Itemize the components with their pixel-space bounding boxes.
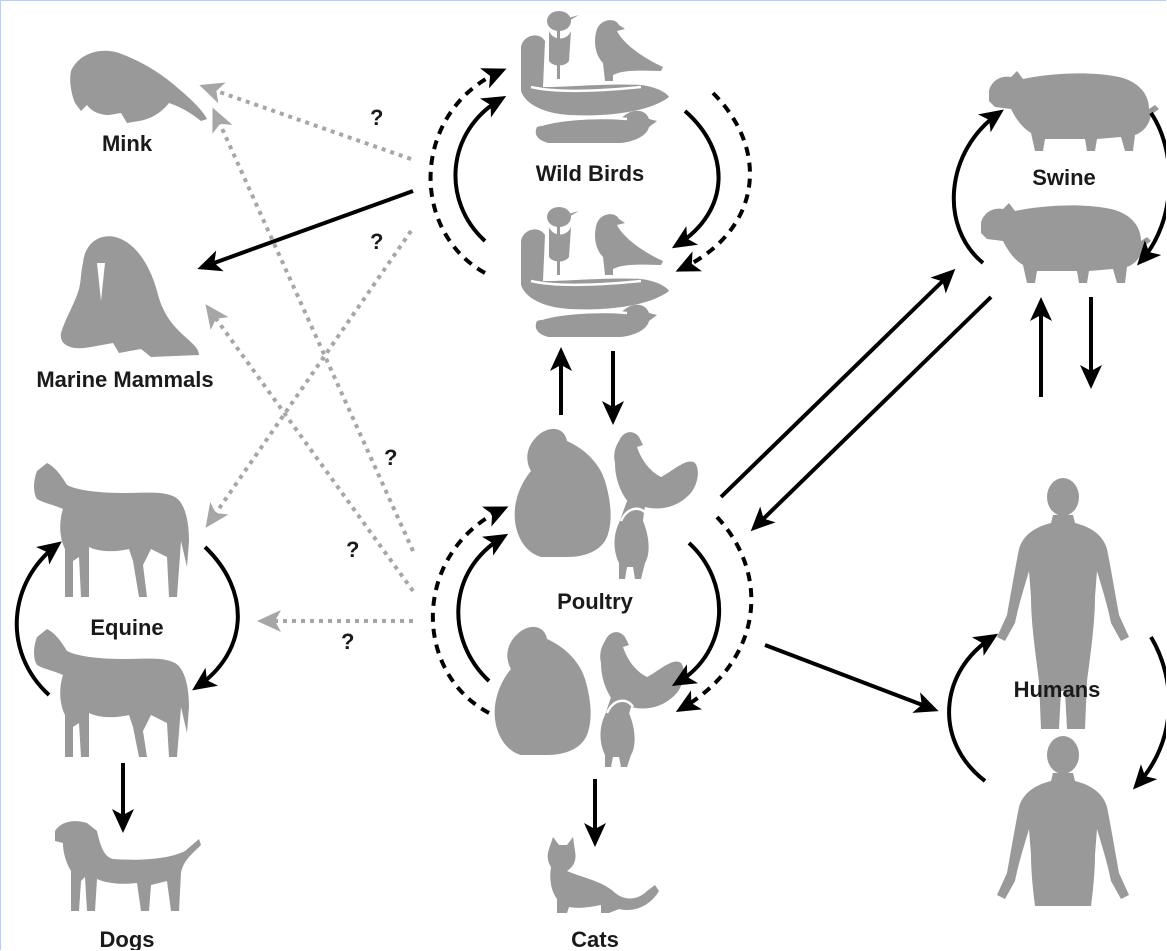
human-icon-top [997, 478, 1129, 729]
poultry-icon-top [514, 428, 698, 579]
cat-icon [547, 837, 659, 913]
uncertain-mark-mink: ? [370, 105, 383, 130]
equine-cycle-arrow-down [192, 545, 240, 691]
marine-mammal-icon [60, 236, 199, 357]
wild-birds-cycle-arrow-down [671, 109, 721, 249]
poultry-to-marine-mammals-dotted-arrow [205, 304, 415, 593]
dog-icon [55, 821, 201, 911]
wild-birds-cycle-dashed-right [675, 91, 752, 272]
wild-birds-icon-top [521, 11, 669, 143]
wild-birds-to-equine-dotted-arrow [205, 229, 413, 528]
label-marine-mammals: Marine Mammals [36, 367, 213, 392]
label-swine: Swine [1032, 165, 1096, 190]
equine-cycle-arrow-up [14, 541, 62, 697]
humans-cycle-arrow-down [1132, 635, 1166, 790]
wild-birds-cycle-dashed-left [428, 68, 507, 275]
poultry-cycle-dashed-left [431, 506, 509, 715]
label-wild-birds: Wild Birds [536, 161, 645, 186]
poultry-to-mink-dotted-arrow [212, 107, 415, 552]
swine-to-poultry-arrow [750, 295, 993, 532]
wild-birds-icon-bottom [521, 207, 669, 337]
label-dogs: Dogs [100, 927, 155, 950]
uncertain-mark-cross: ? [384, 445, 397, 470]
swine-cycle-arrow-down [1136, 111, 1166, 266]
wild-birds-cycle-arrow-up [453, 95, 507, 243]
poultry-to-swine-arrow [719, 268, 956, 499]
wild-birds-to-marine-mammals-arrow [197, 189, 414, 272]
mink-icon [70, 50, 207, 123]
poultry-to-humans-arrow [764, 643, 939, 713]
wild-birds-to-mink-dotted-arrow [199, 82, 412, 161]
label-poultry: Poultry [557, 589, 634, 614]
label-cats: Cats [571, 927, 619, 950]
label-equine: Equine [90, 615, 163, 640]
poultry-cycle-arrow-up [456, 533, 509, 683]
label-humans: Humans [1014, 677, 1101, 702]
human-icon-bottom [997, 736, 1129, 906]
horse-icon-top [34, 463, 189, 597]
poultry-cycle-dashed-right [675, 515, 754, 713]
swine-cycle-arrow-up [951, 109, 1004, 265]
poultry-icon-bottom [494, 626, 684, 767]
poultry-cycle-arrow-down [671, 541, 721, 687]
uncertain-mark-marine: ? [370, 229, 383, 254]
uncertain-mark-equine-lower: ? [341, 629, 354, 654]
humans-cycle-arrow-up [947, 633, 999, 783]
label-mink: Mink [102, 131, 153, 156]
pig-icon-top [989, 71, 1159, 151]
uncertain-mark-equine-upper: ? [346, 537, 359, 562]
pig-icon-bottom [981, 203, 1151, 283]
horse-icon-bottom [34, 629, 189, 757]
